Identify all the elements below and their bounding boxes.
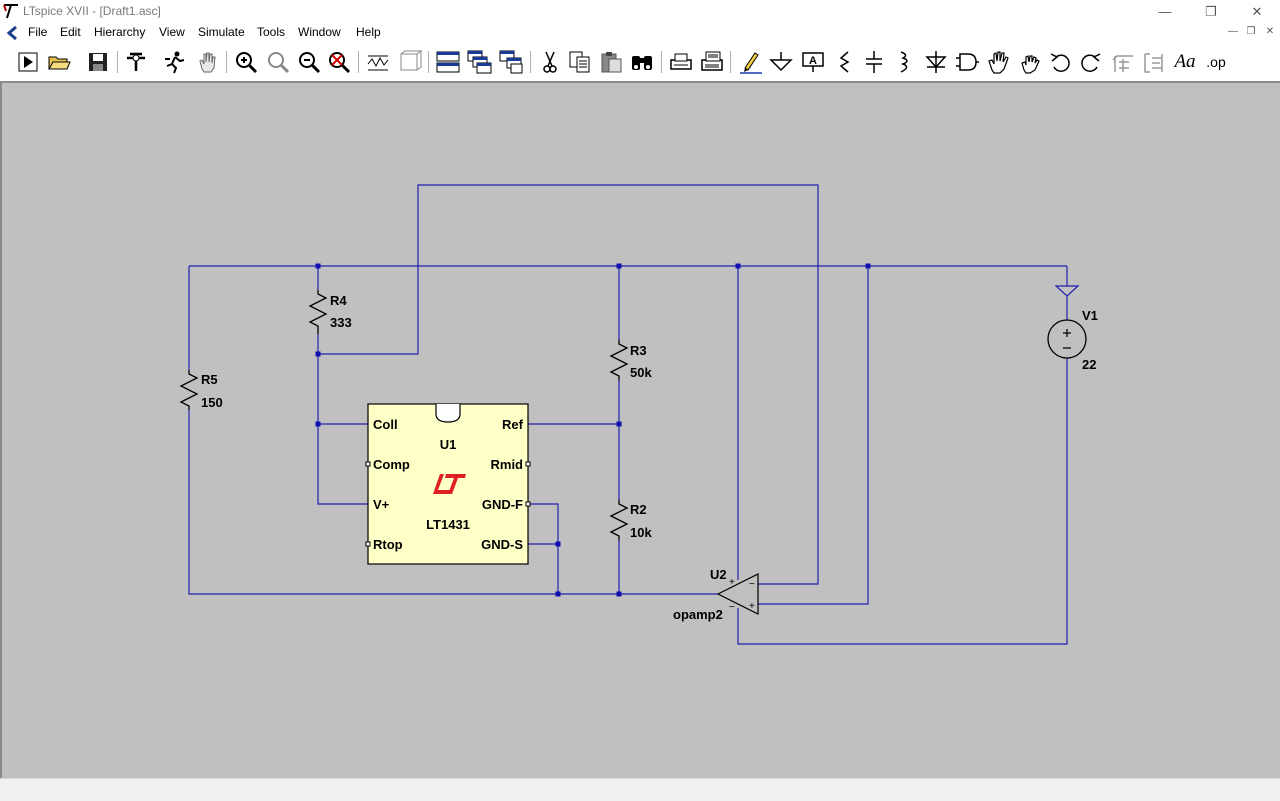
menu-window[interactable]: Window [298, 25, 341, 39]
print-preview-icon[interactable] [698, 48, 726, 76]
mirror-icon[interactable] [1140, 48, 1168, 76]
r5-name[interactable]: R5 [201, 372, 218, 387]
component-icon[interactable] [953, 48, 981, 76]
spice-directive-label: .op [1206, 54, 1226, 70]
pin-rtop: Rtop [373, 537, 403, 552]
rotate-icon[interactable] [1109, 48, 1137, 76]
diode-icon[interactable] [922, 48, 950, 76]
undo-icon[interactable] [1046, 48, 1074, 76]
menu-help[interactable]: Help [356, 25, 381, 39]
u2-name[interactable]: U2 [710, 567, 727, 582]
tile-horizontal-icon[interactable] [434, 48, 462, 76]
menu-simulate[interactable]: Simulate [198, 25, 245, 39]
pin-rmid: Rmid [491, 457, 524, 472]
draw-wire-icon[interactable] [737, 48, 765, 76]
mdi-minimize-button[interactable]: — [1228, 26, 1238, 37]
label-net-icon[interactable]: A [799, 48, 827, 76]
r2-name[interactable]: R2 [630, 502, 647, 517]
print-icon[interactable] [667, 48, 695, 76]
u1-name[interactable]: U1 [440, 437, 457, 452]
window-title: LTspice XVII - [Draft1.asc] [23, 4, 161, 18]
r3-name[interactable]: R3 [630, 343, 647, 358]
pin-vplus: V+ [373, 497, 390, 512]
resistor-icon[interactable] [830, 48, 858, 76]
copy-icon[interactable] [566, 48, 594, 76]
find-icon[interactable] [628, 48, 656, 76]
mdi-restore-button[interactable]: ❐ [1246, 26, 1256, 37]
resistor-r4[interactable] [308, 290, 328, 334]
minimize-button[interactable]: — [1158, 4, 1172, 19]
opamp-u2[interactable] [716, 573, 759, 615]
save-icon[interactable] [84, 48, 112, 76]
halt-icon[interactable] [161, 48, 189, 76]
redo-icon[interactable] [1077, 48, 1105, 76]
mdi-close-button[interactable]: ✕ [1265, 26, 1275, 37]
text-icon[interactable]: Aa [1171, 48, 1199, 76]
zoom-out-icon[interactable] [295, 48, 323, 76]
lt-logo-icon [433, 474, 466, 494]
ltspice-app-icon[interactable] [2, 2, 20, 20]
menu-file[interactable]: File [28, 25, 48, 39]
menu-view[interactable]: View [159, 25, 185, 39]
inductor-icon[interactable] [891, 48, 919, 76]
junctions [315, 263, 871, 597]
tile-vertical-icon[interactable] [497, 48, 525, 76]
run-icon[interactable] [14, 48, 42, 76]
v1-value[interactable]: 22 [1082, 357, 1096, 372]
menu-hierarchy[interactable]: Hierarchy [94, 25, 146, 39]
r5-value[interactable]: 150 [201, 395, 223, 410]
paste-icon[interactable] [597, 48, 625, 76]
svg-text:A: A [809, 55, 817, 67]
pin-gnd-s: GND-S [481, 537, 523, 552]
resistor-r3[interactable] [609, 340, 629, 380]
resistor-r5[interactable] [179, 370, 199, 410]
open-icon[interactable] [45, 48, 73, 76]
opamp-plus-sign: + [729, 577, 735, 588]
zoom-fit-icon[interactable] [325, 48, 353, 76]
u2-part[interactable]: opamp2 [673, 607, 723, 622]
waveform-icon[interactable] [396, 48, 424, 76]
pin-ref: Ref [502, 417, 524, 432]
r3-value[interactable]: 50k [630, 365, 652, 380]
document-icon[interactable] [4, 25, 20, 41]
wires[interactable] [188, 184, 1068, 645]
text-tool-label: Aa [1174, 51, 1196, 72]
r4-value[interactable]: 333 [330, 315, 352, 330]
u1-part[interactable]: LT1431 [426, 517, 470, 532]
cut-icon[interactable] [536, 48, 564, 76]
spice-directive-icon[interactable]: .op [1202, 48, 1230, 76]
voltage-source-v1[interactable] [1047, 285, 1087, 359]
status-bar [0, 778, 1280, 801]
move-icon[interactable] [984, 48, 1012, 76]
resistor-r2[interactable] [609, 500, 629, 540]
opamp-inverting-input-sign: − [749, 579, 755, 590]
v1-name[interactable]: V1 [1082, 308, 1098, 323]
cascade-icon[interactable] [465, 48, 493, 76]
pin-gnd-f: GND-F [482, 497, 523, 512]
close-button[interactable]: ✕ [1251, 3, 1263, 19]
capacitor-icon[interactable] [860, 48, 888, 76]
r4-name[interactable]: R4 [330, 293, 347, 308]
control-panel-icon[interactable] [122, 48, 150, 76]
pan-hand-icon[interactable] [193, 48, 221, 76]
title-bar: LTspice XVII - [Draft1.asc] — ❐ ✕ [0, 0, 1280, 23]
opamp-noninverting-input-sign: + [749, 601, 755, 612]
menu-tools[interactable]: Tools [257, 25, 286, 39]
autorange-icon[interactable] [364, 48, 392, 76]
drag-icon[interactable] [1015, 48, 1043, 76]
pin-coll: Coll [373, 417, 398, 432]
ic-lt1431[interactable] [365, 403, 531, 565]
zoom-area-icon[interactable] [264, 48, 292, 76]
menu-edit[interactable]: Edit [60, 25, 81, 39]
opamp-minus-sign: − [729, 602, 735, 613]
r2-value[interactable]: 10k [630, 525, 652, 540]
pin-comp: Comp [373, 457, 410, 472]
restore-button[interactable]: ❐ [1205, 3, 1217, 19]
menu-bar: File Edit Hierarchy View Simulate Tools … [0, 23, 1280, 43]
zoom-in-icon[interactable] [232, 48, 260, 76]
ground-icon[interactable] [767, 48, 795, 76]
